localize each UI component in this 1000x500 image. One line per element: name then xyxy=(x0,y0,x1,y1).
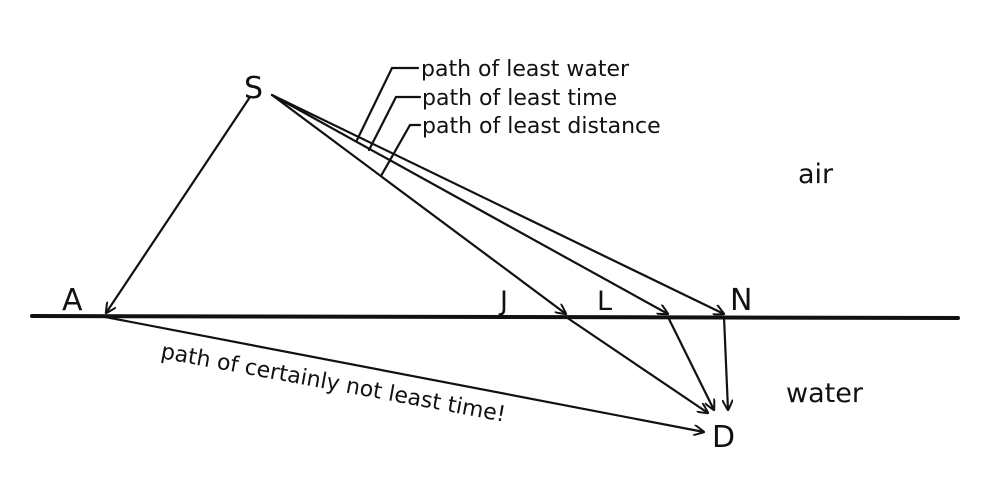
point-d-label: D xyxy=(712,420,735,455)
path-j-to-d xyxy=(564,315,708,413)
water-label: water xyxy=(786,378,864,409)
path-s-to-a xyxy=(106,95,252,313)
least-water-label: path of least water xyxy=(421,57,630,82)
point-s-label: S xyxy=(244,71,263,106)
path-l-to-d xyxy=(666,315,714,410)
leader-least-water xyxy=(355,66,420,142)
path-s-to-j xyxy=(270,93,566,314)
least-time-label: path of least time xyxy=(422,86,617,111)
path-n-to-d xyxy=(724,315,728,412)
point-l-label: L xyxy=(597,286,612,317)
path-a-to-d xyxy=(98,314,704,432)
leader-least-time xyxy=(367,95,422,152)
point-a-label: A xyxy=(62,283,83,318)
least-distance-label: path of least distance xyxy=(422,114,661,139)
leader-least-distance xyxy=(379,123,422,178)
air-water-boundary xyxy=(30,314,960,320)
path-s-to-n xyxy=(270,93,724,314)
path-s-to-l xyxy=(270,93,668,314)
point-j-label: J xyxy=(498,286,508,317)
point-n-label: N xyxy=(730,283,752,318)
air-label: air xyxy=(798,159,834,190)
